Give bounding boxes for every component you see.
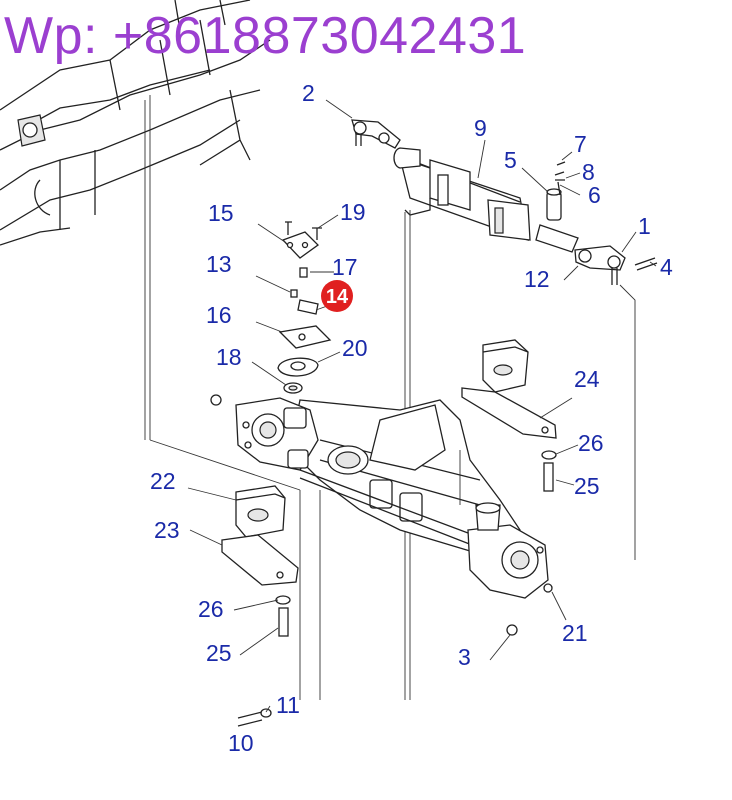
steering-cylinder xyxy=(393,147,579,700)
callout-25-right: 25 xyxy=(574,473,600,499)
mount-bracket-24 xyxy=(461,339,557,492)
plates-16-20-18 xyxy=(277,325,332,394)
tie-rod-arm-1 xyxy=(574,245,658,560)
callout-14-highlight: 14 xyxy=(321,280,353,312)
callout-18: 18 xyxy=(216,344,242,370)
callout-2: 2 xyxy=(302,80,315,106)
guide-lines xyxy=(149,99,657,713)
right-knuckle xyxy=(467,502,553,636)
callout-21: 21 xyxy=(562,620,588,646)
pin-assembly-5-8 xyxy=(546,161,566,221)
callout-22: 22 xyxy=(150,468,176,494)
callout-12: 12 xyxy=(524,266,550,292)
callout-11: 11 xyxy=(276,692,300,718)
callout-16: 16 xyxy=(206,302,232,328)
bracket-15 xyxy=(281,221,322,315)
callout-25-left: 25 xyxy=(206,640,232,666)
callout-26-left: 26 xyxy=(198,596,224,622)
callout-17: 17 xyxy=(332,254,358,280)
callout-6: 6 xyxy=(588,182,601,208)
callout-15: 15 xyxy=(208,200,234,226)
vehicle-frame xyxy=(0,0,271,440)
callouts: 2 9 7 5 8 6 15 19 1 13 17 4 12 14 16 20 … xyxy=(150,80,673,756)
watermark: Wp: +8618873042431 xyxy=(4,7,527,65)
callout-23: 23 xyxy=(154,517,180,543)
callout-19: 19 xyxy=(340,199,366,225)
callout-20: 20 xyxy=(342,335,368,361)
tie-rod-arm-2 xyxy=(351,119,401,149)
callout-5: 5 xyxy=(504,147,517,173)
left-knuckle xyxy=(210,394,319,471)
axle-housing xyxy=(289,399,521,561)
callout-13: 13 xyxy=(206,251,232,277)
callout-14: 14 xyxy=(326,286,349,308)
callout-26-right: 26 xyxy=(578,430,604,456)
callout-24: 24 xyxy=(574,366,600,392)
callout-9: 9 xyxy=(474,115,487,141)
callout-8: 8 xyxy=(582,159,595,185)
callout-1: 1 xyxy=(638,213,651,239)
mount-bracket-23 xyxy=(221,485,299,727)
callout-10: 10 xyxy=(228,730,254,756)
callout-4: 4 xyxy=(660,254,673,280)
callout-7: 7 xyxy=(574,131,587,157)
callout-3: 3 xyxy=(458,644,471,670)
